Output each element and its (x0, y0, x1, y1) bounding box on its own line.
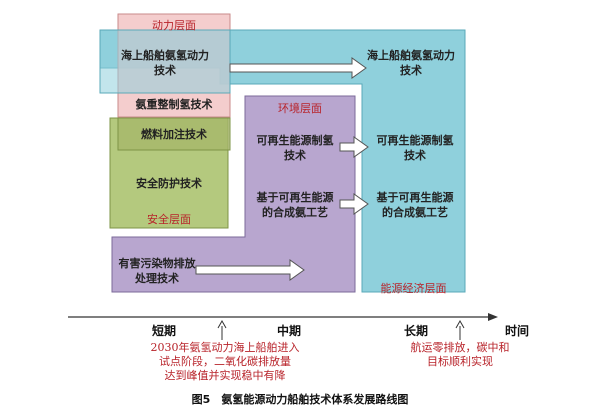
safety-layer-label: 安全层面 (147, 213, 191, 226)
timeline-short-term: 短期 (152, 324, 177, 338)
arrow-ship-power (229, 57, 367, 79)
tech-ship-ammonia-power-right: 海上船舶氨氢动力 技术 (367, 49, 455, 77)
milestone-arrow-2030 (217, 319, 227, 340)
time-axis-arrowhead (488, 313, 498, 321)
tech-safety-protection: 安全防护技术 (136, 177, 202, 190)
timeline-time-label: 时间 (505, 324, 530, 338)
power-layer-label: 动力层面 (152, 19, 196, 32)
tech-renewable-ammonia-right: 基于可再生能源 的合成氨工艺 (376, 191, 454, 219)
energy-economy-layer-label: 能源经济层面 (380, 282, 447, 295)
environment-layer-region (111, 95, 356, 293)
note-2030-milestone: 2030年氨氢动力海上船舶进入 试点阶段，二氧化碳排放量 达到峰值并实现稳中有降 (150, 341, 300, 382)
milestone-arrow-long-term (455, 319, 465, 340)
timeline-long-term: 长期 (404, 324, 429, 338)
arrow-renewable-hydrogen (339, 136, 369, 158)
tech-pollutant-treatment: 有害污染物排放 处理技术 (118, 257, 196, 285)
tech-ship-ammonia-power-left: 海上船舶氨氢动力 技术 (121, 49, 209, 77)
fuel-refueling-band (117, 117, 231, 151)
tech-fuel-refueling: 燃料加注技术 (141, 128, 207, 141)
tech-renewable-ammonia-mid: 基于可再生能源 的合成氨工艺 (256, 191, 334, 219)
tech-ammonia-reforming: 氨重整制氢技术 (135, 98, 213, 111)
ship-power-band (99, 29, 231, 94)
arrow-pollutant (195, 259, 305, 281)
note-long-term-milestone: 航运零排放，碳中和 目标顺利实现 (410, 341, 510, 368)
figure-caption: 图5 氨氢能源动力船舶技术体系发展路线图 (191, 393, 409, 406)
timeline-mid-term: 中期 (277, 324, 302, 338)
arrow-renewable-ammonia (339, 193, 369, 215)
tech-renewable-hydrogen-mid: 可再生能源制氢 技术 (256, 134, 334, 162)
environment-layer-label: 环境层面 (278, 102, 322, 115)
tech-renewable-hydrogen-right: 可再生能源制氢 技术 (376, 134, 454, 162)
